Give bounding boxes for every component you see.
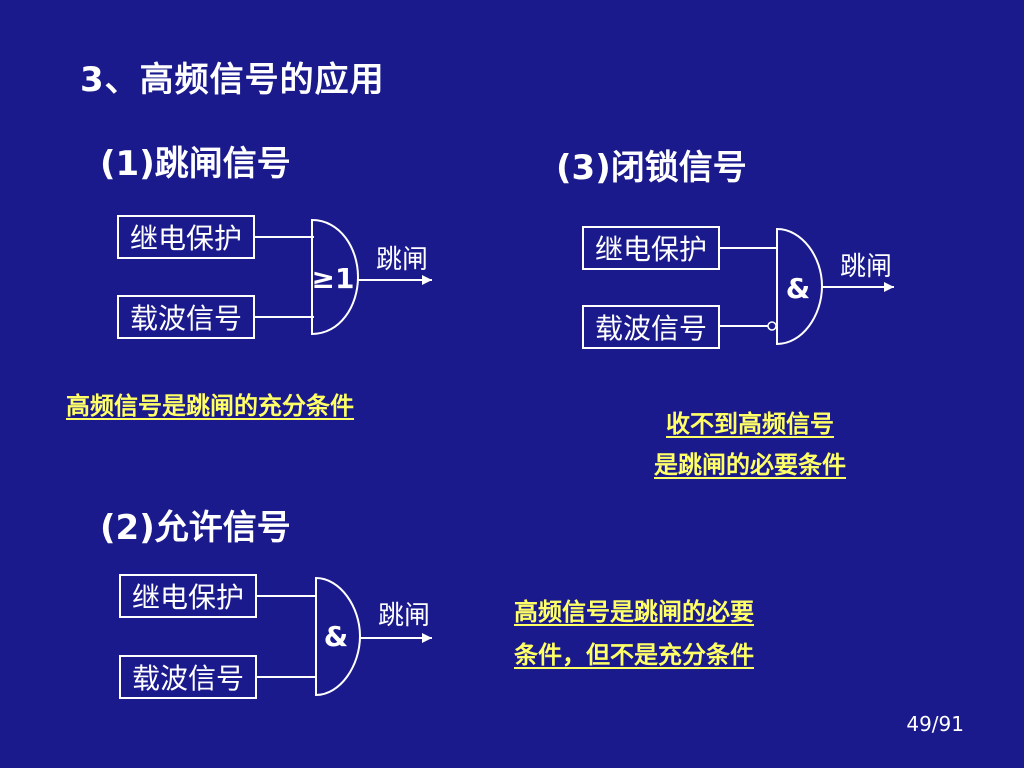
and-gate-symbol: & (324, 620, 348, 653)
block-signal-heading: (3)闭锁信号 (556, 148, 747, 188)
trip-signal-heading: (1)跳闸信号 (100, 144, 291, 184)
permit-signal-diagram: 继电保护 载波信号 & 跳闸 (119, 574, 432, 699)
block-note-line-1: 收不到高频信号 (666, 410, 834, 438)
inverter-bubble (767, 321, 777, 331)
trip-output-label: 跳闸 (376, 245, 428, 275)
block-signal-note: 收不到高频信号 是跳闸的必要条件 (590, 404, 910, 480)
or-gate (311, 218, 360, 336)
slide-title: 3、高频信号的应用 (80, 60, 385, 100)
carrier-signal-label: 载波信号 (132, 662, 244, 695)
page-number: 49/91 (906, 712, 964, 736)
trip-output-label: 跳闸 (840, 252, 892, 282)
and-gate-symbol: & (786, 272, 810, 305)
permit-note-line-1: 高频信号是跳闸的必要 (514, 598, 754, 626)
carrier-signal-label: 载波信号 (595, 312, 707, 345)
block-note-line-2: 是跳闸的必要条件 (654, 451, 846, 479)
permit-signal-heading: (2)允许信号 (100, 508, 291, 548)
or-gate-symbol: ≥1 (312, 262, 355, 295)
trip-signal-note: 高频信号是跳闸的充分条件 (66, 392, 354, 420)
trip-signal-diagram: 继电保护 载波信号 ≥1 跳闸 (117, 215, 432, 339)
trip-output-label: 跳闸 (378, 601, 430, 631)
carrier-signal-label: 载波信号 (130, 302, 242, 335)
relay-protection-label: 继电保护 (130, 222, 242, 255)
relay-protection-label: 继电保护 (595, 233, 707, 266)
relay-protection-label: 继电保护 (132, 581, 244, 614)
permit-signal-note: 高频信号是跳闸的必要 条件，但不是充分条件 (514, 592, 754, 670)
and-gate (315, 576, 362, 697)
block-signal-diagram: 继电保护 载波信号 & 跳闸 (582, 226, 894, 349)
permit-note-line-2: 条件，但不是充分条件 (514, 641, 754, 669)
